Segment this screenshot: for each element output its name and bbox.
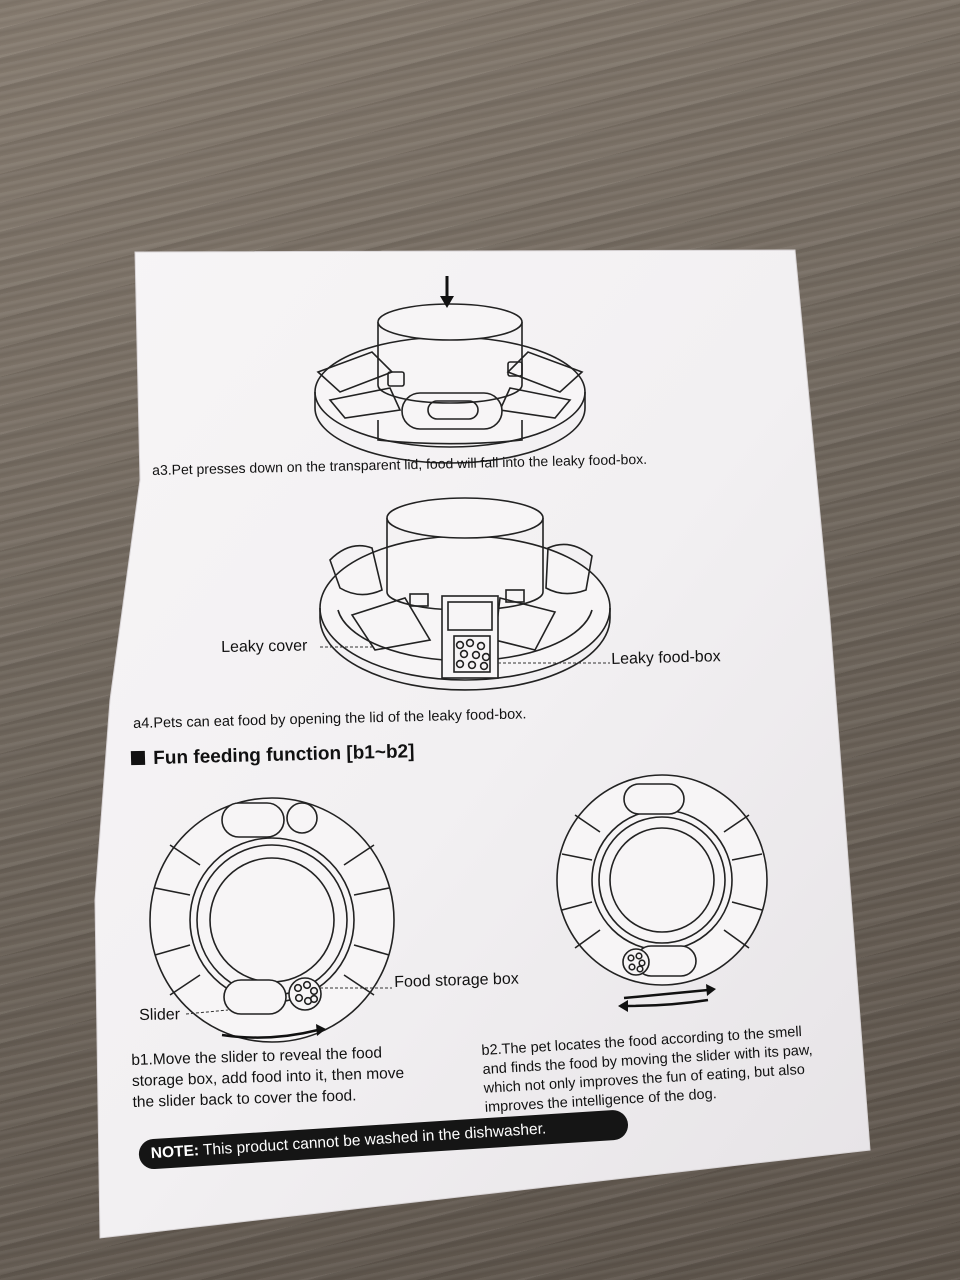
- heading-bullet: [130, 750, 146, 766]
- slide-arrow-icon: [221, 1024, 326, 1039]
- feeder-diagram-b2: [556, 774, 768, 986]
- note-prefix: NOTE:: [150, 1142, 200, 1163]
- label-food-storage-box: Food storage box: [394, 970, 519, 991]
- bidirectional-arrow-icon: [618, 984, 716, 1012]
- down-arrow-icon: [440, 276, 454, 308]
- label-slider: Slider: [139, 1006, 181, 1024]
- label-leaky-cover: Leaky cover: [221, 637, 308, 656]
- slider-leader: [185, 1009, 229, 1015]
- instruction-b1: b1.Move the slider to reveal the food st…: [131, 1042, 405, 1113]
- label-leaky-food-box: Leaky food-box: [611, 648, 721, 668]
- feeder-diagram-a3: [314, 303, 586, 464]
- feeder-diagram-a4: [319, 497, 611, 691]
- feeder-diagram-b1: [149, 797, 395, 1043]
